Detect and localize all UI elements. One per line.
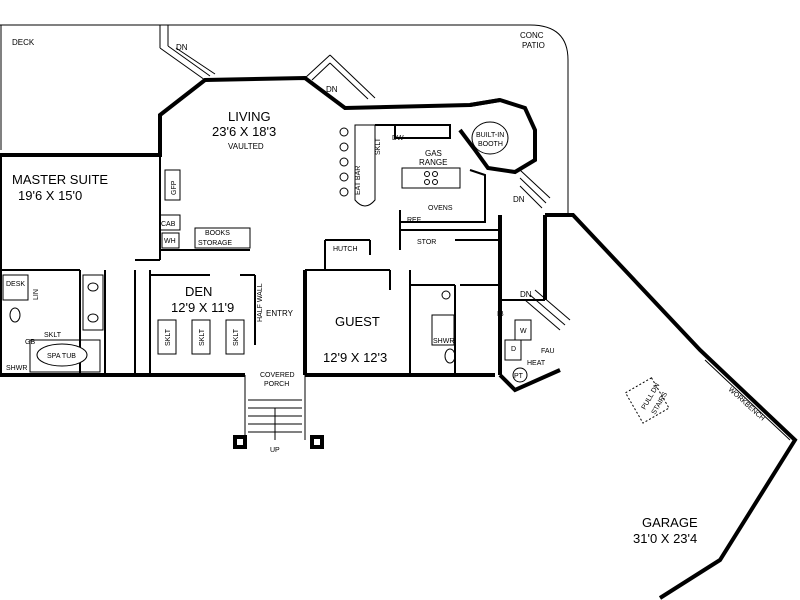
ib-label: IB bbox=[497, 311, 504, 318]
master-size: 19'6 X 15'0 bbox=[18, 188, 82, 203]
deck-label: DECK bbox=[12, 38, 35, 47]
fau-label: FAU bbox=[541, 348, 555, 355]
range-label: RANGE bbox=[419, 158, 447, 167]
gb-label: GB bbox=[25, 339, 35, 346]
guest-shower bbox=[431, 314, 455, 346]
eat-bar bbox=[354, 124, 376, 207]
built-in-label: BUILT-IN bbox=[476, 132, 504, 139]
dryer bbox=[504, 339, 522, 361]
ovens-label: OVENS bbox=[428, 205, 453, 212]
fireplace bbox=[164, 169, 181, 201]
kitchen-counter bbox=[375, 124, 486, 223]
garage-size: 31'0 X 23'4 bbox=[633, 531, 697, 546]
guest-toilet bbox=[444, 348, 456, 364]
sklt-den-1: SKLT bbox=[165, 328, 172, 346]
dn-label-deck: DN bbox=[176, 43, 188, 52]
wh-label: WH bbox=[164, 238, 176, 245]
gas-label: GAS bbox=[425, 149, 442, 158]
garage-stair bbox=[524, 289, 571, 331]
interior-walls bbox=[0, 155, 545, 375]
cab-box bbox=[159, 214, 181, 231]
living-name: LIVING bbox=[228, 109, 271, 124]
garage-name: GARAGE bbox=[642, 515, 698, 530]
books-shelf bbox=[194, 227, 251, 249]
shwr-label-master: SHWR bbox=[6, 365, 27, 372]
covered-porch bbox=[233, 375, 324, 449]
entry-label: ENTRY bbox=[266, 309, 294, 318]
lin-label: LIN bbox=[33, 289, 40, 300]
w-label: W bbox=[520, 328, 527, 335]
covered-label: COVERED bbox=[260, 372, 295, 379]
master-toilet bbox=[9, 307, 21, 323]
deck-stair-right bbox=[519, 169, 551, 209]
sklt-den-2: SKLT bbox=[199, 328, 206, 346]
dn-label-garage: DN bbox=[520, 290, 532, 299]
booth-table bbox=[471, 121, 509, 155]
heat-label: HEAT bbox=[527, 360, 546, 367]
storage-label: STORAGE bbox=[198, 240, 232, 247]
stor-label: STOR bbox=[417, 239, 436, 246]
wh-box bbox=[161, 232, 180, 249]
gfp-label: GFP bbox=[171, 180, 178, 195]
dn-label-bay: DN bbox=[326, 85, 338, 94]
washer bbox=[514, 319, 532, 341]
guest-sink bbox=[441, 290, 451, 300]
den-name: DEN bbox=[185, 284, 212, 299]
deck-stair-top bbox=[159, 25, 216, 81]
kitchen-island bbox=[401, 167, 461, 189]
living-size: 23'6 X 18'3 bbox=[212, 124, 276, 139]
master-name: MASTER SUITE bbox=[12, 172, 108, 187]
range-burners bbox=[424, 171, 438, 185]
sklt-label-kitchen: SKLT bbox=[375, 137, 382, 155]
sklt-den-3: SKLT bbox=[233, 328, 240, 346]
deck-outline bbox=[0, 24, 569, 215]
porch-label: PORCH bbox=[264, 381, 289, 388]
dn-label-right: DN bbox=[513, 195, 525, 204]
pull-down-stairs bbox=[624, 377, 670, 424]
shwr-label-guest: SHWR bbox=[433, 338, 454, 345]
workbench-line bbox=[704, 359, 791, 441]
hutch-label: HUTCH bbox=[333, 246, 358, 253]
vanity-sinks bbox=[82, 274, 104, 331]
bar-stools bbox=[339, 127, 349, 197]
deck-stair-bay bbox=[304, 54, 376, 100]
pt-label: PT bbox=[514, 373, 524, 380]
eat-bar-label: EAT BAR bbox=[355, 166, 362, 195]
guest-name: GUEST bbox=[335, 314, 380, 329]
up-label: UP bbox=[270, 447, 280, 454]
pt-circle bbox=[512, 367, 528, 383]
den-size: 12'9 X 11'9 bbox=[171, 300, 234, 315]
patio-label: PATIO bbox=[522, 41, 545, 50]
desk-box bbox=[2, 274, 29, 301]
d-label: D bbox=[511, 346, 516, 353]
spa-tub-label: SPA TUB bbox=[47, 353, 76, 360]
ref-label: REF bbox=[407, 217, 421, 224]
den-skylights bbox=[157, 319, 245, 355]
half-wall-label: HALF WALL bbox=[257, 283, 264, 322]
spa-tub bbox=[36, 343, 88, 367]
booth-label: BOOTH bbox=[478, 141, 503, 148]
living-note: VAULTED bbox=[228, 142, 264, 151]
conc-label: CONC bbox=[520, 31, 544, 40]
books-label: BOOKS bbox=[205, 230, 230, 237]
dw-label: DW bbox=[392, 135, 404, 142]
cab-label: CAB bbox=[161, 221, 176, 228]
sklt-label-bath: SKLT bbox=[44, 332, 62, 339]
guest-size: 12'9 X 12'3 bbox=[323, 350, 387, 365]
desk-label: DESK bbox=[6, 281, 25, 288]
